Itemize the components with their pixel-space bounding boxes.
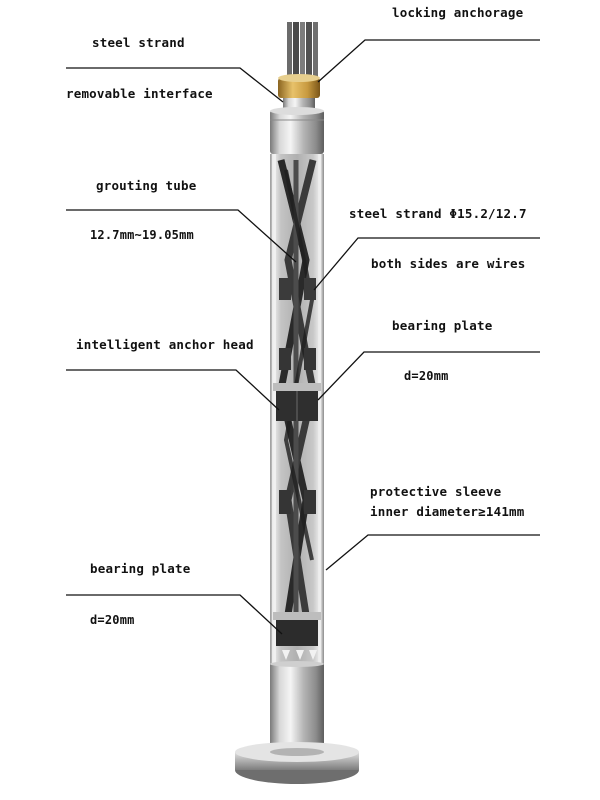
upper-end-cap: [270, 107, 324, 154]
label-both-sides-wires: both sides are wires: [371, 256, 526, 271]
leader-locking-anchorage: [317, 39, 540, 83]
base-plate: [235, 742, 359, 784]
labels: locking anchorage steel strand removable…: [66, 5, 527, 627]
label-steel-strand-top: steel strand: [92, 35, 185, 50]
leader-lines: [66, 39, 540, 635]
label-grouting-tube: grouting tube: [96, 178, 197, 193]
leader-protective-sleeve: [325, 534, 540, 571]
leader-intelligent-anchor-head: [66, 369, 280, 411]
top-steel-strands: [287, 22, 318, 80]
leader-steel-strand-spec: [313, 237, 540, 291]
upper-bearing-plate: [273, 383, 321, 421]
locking-anchorage: [278, 74, 320, 110]
label-bearing-plate-upper: bearing plate: [392, 318, 493, 333]
clamp-blocks: [279, 278, 316, 514]
lower-bearing-plate: [273, 612, 321, 660]
label-bearing-plate-lower: bearing plate: [90, 561, 191, 576]
label-protective-sleeve: protective sleeve: [370, 484, 502, 499]
leader-bearing-plate-lower: [66, 594, 283, 635]
label-grouting-tube-size: 12.7mm~19.05mm: [90, 228, 194, 242]
leader-grouting-tube: [66, 209, 297, 263]
label-steel-strand-spec: steel strand Φ15.2/12.7: [349, 206, 527, 221]
label-intelligent-anchor-head: intelligent anchor head: [76, 337, 254, 352]
lower-post: [270, 661, 324, 754]
leader-removable-interface: [66, 67, 284, 103]
label-bearing-plate-lower-d: d=20mm: [90, 613, 135, 627]
label-bearing-plate-upper-d: d=20mm: [404, 369, 449, 383]
label-removable-interface: removable interface: [66, 86, 213, 101]
label-locking-anchorage: locking anchorage: [392, 5, 524, 20]
label-inner-diameter: inner diameter≥141mm: [370, 504, 525, 519]
leader-bearing-plate-upper: [317, 351, 540, 401]
